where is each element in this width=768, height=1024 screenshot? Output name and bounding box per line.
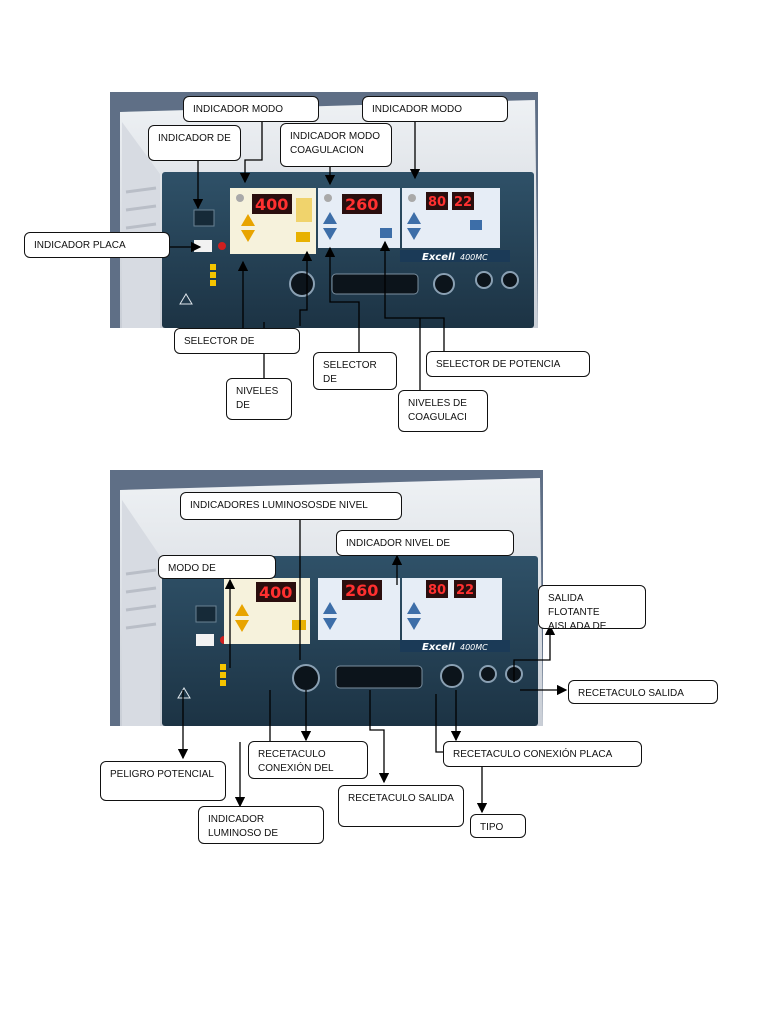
callout-text: INDICADOR DE (158, 133, 231, 144)
display-bipolar-a: 80 (428, 195, 446, 210)
callout-tipo: TIPO (470, 814, 526, 838)
callout-text: NIVELES DE COAGULACI (408, 398, 467, 423)
callout-recetaculo-conexion-del: RECETACULO CONEXIÓN DEL (248, 741, 368, 779)
callout-indicador-placa: INDICADOR PLACA (24, 232, 170, 258)
callout-niveles-de: NIVELES DE (226, 378, 292, 420)
callout-text: RECETACULO CONEXIÓN DEL (258, 749, 334, 774)
callout-indicador-de: INDICADOR DE (148, 125, 241, 161)
device-brand: Excell (422, 252, 455, 263)
callout-text: NIVELES DE (236, 386, 279, 411)
callout-text: INDICADOR MODO COAGULACION (290, 131, 380, 156)
callout-text: INDICADORES LUMINOSOSDE NIVEL (190, 500, 368, 511)
callout-text: INDICADOR MODO (372, 104, 462, 115)
callout-text: SELECTOR DE (323, 360, 377, 385)
callout-recetaculo-salida-bipolar: RECETACULO SALIDA (568, 680, 718, 704)
callout-text: RECETACULO SALIDA (578, 688, 684, 699)
callout-peligro-potencial: PELIGRO POTENCIAL (100, 761, 226, 801)
callout-text: PELIGRO POTENCIAL (110, 769, 214, 780)
display-cut-2: 400 (259, 583, 292, 602)
callout-text: INDICADOR LUMINOSO DE (208, 814, 279, 839)
callout-text: SALIDA FLOTANTE AISLADA DE (548, 593, 607, 629)
callout-text: INDICADOR PLACA (34, 240, 126, 251)
callout-indicadores-luminosos-nivel: INDICADORES LUMINOSOSDE NIVEL (180, 492, 402, 520)
callout-indicador-nivel-de: INDICADOR NIVEL DE (336, 530, 514, 556)
callout-text: MODO DE (168, 563, 216, 574)
callout-indicador-luminoso-de: INDICADOR LUMINOSO DE (198, 806, 324, 844)
callout-recetaculo-conexion-placa: RECETACULO CONEXIÓN PLACA (443, 741, 642, 767)
callout-text: INDICADOR NIVEL DE (346, 538, 451, 549)
display-coag-2: 260 (345, 581, 378, 600)
callout-indicador-modo-coagulacion: INDICADOR MODO COAGULACION (280, 123, 392, 167)
callout-indicador-modo-bipolar: INDICADOR MODO (362, 96, 508, 122)
display-cut: 400 (255, 195, 288, 214)
callout-salida-flotante: SALIDA FLOTANTE AISLADA DE (538, 585, 646, 629)
device-model: 400MC (460, 253, 488, 262)
callout-modo-de: MODO DE (158, 555, 276, 579)
display-bipolar-a-2: 80 (428, 583, 446, 598)
device-brand-2: Excell (422, 642, 455, 653)
callout-text: INDICADOR MODO (193, 104, 283, 115)
callout-recetaculo-salida-activo: RECETACULO SALIDA (338, 785, 464, 827)
callout-text: RECETACULO CONEXIÓN PLACA (453, 749, 613, 760)
callout-text: SELECTOR DE (184, 336, 255, 347)
callout-text: SELECTOR DE POTENCIA (436, 359, 561, 370)
callout-text: TIPO (480, 822, 504, 833)
callout-selector-de-1: SELECTOR DE (174, 328, 300, 354)
display-coag: 260 (345, 195, 378, 214)
display-bipolar-b-2: 22 (456, 583, 474, 598)
display-bipolar-b: 22 (454, 195, 472, 210)
callout-text: RECETACULO SALIDA (348, 793, 454, 804)
callout-selector-de-potencia: SELECTOR DE POTENCIA (426, 351, 590, 377)
callout-selector-de-2: SELECTOR DE (313, 352, 397, 390)
device-model-2: 400MC (460, 643, 488, 652)
callout-niveles-de-coagulaci: NIVELES DE COAGULACI (398, 390, 488, 432)
callout-indicador-modo-corte: INDICADOR MODO (183, 96, 319, 122)
